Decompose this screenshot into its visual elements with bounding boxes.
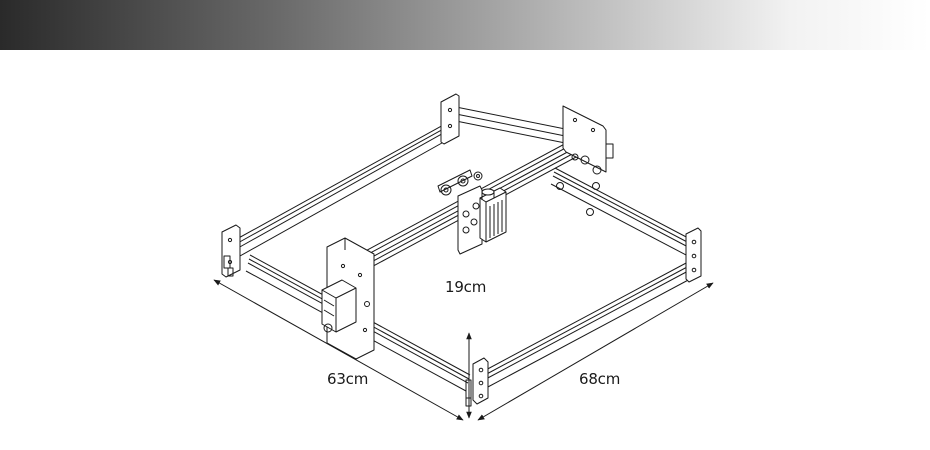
laser-carriage-plate [457,185,483,255]
height-dimension-label: 19cm [445,278,487,296]
width-dimension-line [213,279,464,421]
laser-top-pulley [473,171,483,181]
back-left-plate [440,93,460,145]
header-gradient-band [0,0,930,50]
left-carriage [437,169,473,196]
width-dimension-label: 63cm [327,370,369,388]
right-carriage-wheels [556,182,600,216]
front-left-plate [221,224,241,278]
depth-dimension-line [477,282,714,421]
back-right-plate [562,105,614,175]
laser-module [479,187,507,243]
stepper-motor [321,279,357,333]
right-rail [550,167,693,257]
left-rail [234,117,459,257]
right-front-plate [685,227,702,283]
depth-dimension-label: 68cm [579,370,621,388]
